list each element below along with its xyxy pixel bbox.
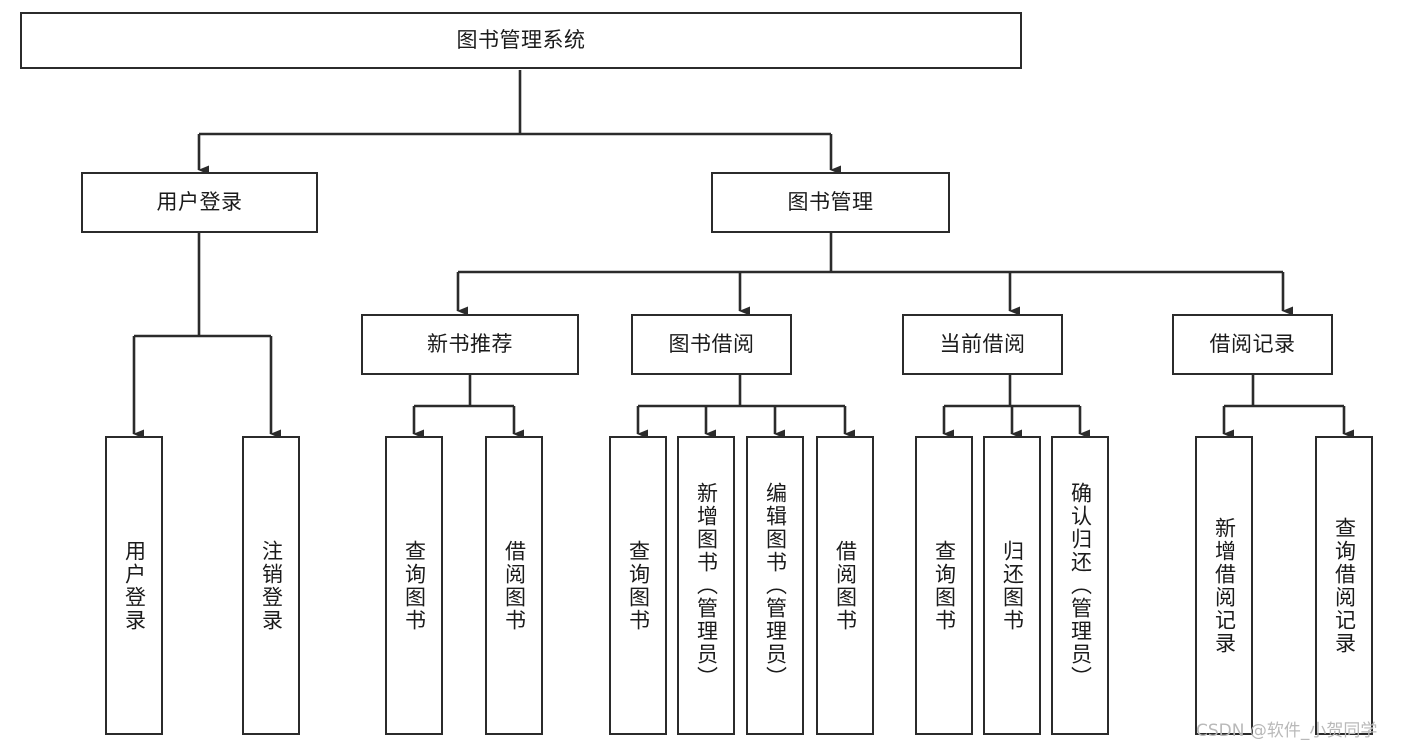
node-book-borrow[interactable]: 图书借阅 — [631, 314, 792, 375]
node-label: 查询图书 — [626, 539, 651, 632]
node-leaf-borrow-book-1[interactable]: 借阅图书 — [485, 436, 543, 735]
node-label: 图书管理系统 — [456, 28, 586, 53]
node-leaf-query-book-1[interactable]: 查询图书 — [385, 436, 443, 735]
csdn-watermark: CSDN @软件_小贺同学 — [1196, 721, 1378, 741]
node-label: 借阅记录 — [1209, 332, 1296, 357]
node-leaf-logout-login[interactable]: 注销登录 — [242, 436, 300, 735]
node-leaf-query-book-2[interactable]: 查询图书 — [609, 436, 667, 735]
node-label: 查询图书 — [932, 539, 957, 632]
node-leaf-query-borrow-record[interactable]: 查询借阅记录 — [1315, 436, 1373, 735]
node-leaf-confirm-return-admin[interactable]: 确认归还（管理员） — [1051, 436, 1109, 735]
node-label: 借阅图书 — [833, 539, 858, 632]
node-label: 用户登录 — [156, 190, 243, 215]
node-borrow-record[interactable]: 借阅记录 — [1172, 314, 1333, 375]
node-label: 用户登录 — [122, 539, 147, 632]
node-leaf-add-borrow-record[interactable]: 新增借阅记录 — [1195, 436, 1253, 735]
node-label: 新增借阅记录 — [1212, 516, 1237, 655]
node-leaf-user-login[interactable]: 用户登录 — [105, 436, 163, 735]
node-label: 图书管理 — [787, 190, 874, 215]
node-leaf-borrow-book-2[interactable]: 借阅图书 — [816, 436, 874, 735]
node-leaf-query-book-3[interactable]: 查询图书 — [915, 436, 973, 735]
node-label: 归还图书 — [1000, 539, 1025, 632]
node-label: 查询图书 — [402, 539, 427, 632]
node-label: 图书借阅 — [668, 332, 755, 357]
node-root-system[interactable]: 图书管理系统 — [20, 12, 1022, 69]
node-leaf-edit-book-admin[interactable]: 编辑图书（管理员） — [746, 436, 804, 735]
node-label: 确认归还（管理员） — [1068, 482, 1093, 689]
node-user-login[interactable]: 用户登录 — [81, 172, 318, 233]
node-label: 当前借阅 — [939, 332, 1026, 357]
node-current-borrow[interactable]: 当前借阅 — [902, 314, 1063, 375]
node-new-book-recommend[interactable]: 新书推荐 — [361, 314, 579, 375]
node-label: 查询借阅记录 — [1332, 516, 1357, 655]
node-leaf-return-book[interactable]: 归还图书 — [983, 436, 1041, 735]
node-label: 借阅图书 — [502, 539, 527, 632]
node-label: 注销登录 — [259, 539, 284, 632]
node-book-manage[interactable]: 图书管理 — [711, 172, 950, 233]
node-leaf-add-book-admin[interactable]: 新增图书（管理员） — [677, 436, 735, 735]
node-label: 新增图书（管理员） — [694, 482, 719, 689]
node-label: 编辑图书（管理员） — [763, 482, 788, 689]
node-label: 新书推荐 — [427, 332, 513, 357]
